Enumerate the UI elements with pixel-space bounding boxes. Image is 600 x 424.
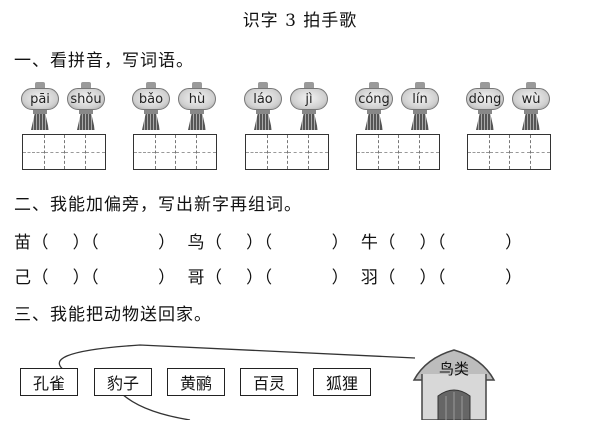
lantern-4-2: lín (400, 82, 440, 132)
lantern-4-1: cóng (354, 82, 394, 132)
radical-row-1: 苗（ ）（ ） 鸟（ ）（ ） 牛（ ）（ ） (14, 233, 523, 253)
animal-card-1[interactable]: 孔雀 (20, 368, 78, 396)
lantern-2-2: hù (177, 82, 217, 132)
lantern-3-2: jì (289, 82, 329, 132)
writing-grid-4[interactable] (356, 134, 440, 170)
lantern-3-1: láo (243, 82, 283, 132)
animal-card-3[interactable]: 黄鹂 (167, 368, 225, 396)
animal-card-5[interactable]: 狐狸 (313, 368, 371, 396)
writing-grid-5[interactable] (467, 134, 551, 170)
writing-grid-1[interactable] (22, 134, 106, 170)
writing-grid-3[interactable] (245, 134, 329, 170)
house-label: 鸟类 (438, 360, 469, 378)
radical-row-2: 己（ ）（ ） 哥（ ）（ ） 羽（ ）（ ） (14, 268, 523, 288)
bird-house[interactable]: 鸟类 (408, 344, 500, 421)
lantern-1-2: shǒu (66, 82, 106, 132)
house-icon (412, 349, 496, 421)
lantern-1-1: pāi (20, 82, 60, 132)
lantern-2-1: bǎo (131, 82, 171, 132)
lantern-5-2: wù (511, 82, 551, 132)
section-3-heading: 三、我能把动物送回家。 (14, 305, 212, 325)
writing-grid-2[interactable] (133, 134, 217, 170)
section-1-heading: 一、看拼音，写词语。 (14, 51, 194, 71)
animal-card-2[interactable]: 豹子 (94, 368, 152, 396)
page-title: 识字 3 拍手歌 (242, 11, 358, 31)
animal-card-4[interactable]: 百灵 (240, 368, 298, 396)
lantern-5-1: dòng (465, 82, 505, 132)
section-2-heading: 二、我能加偏旁，写出新字再组词。 (14, 195, 302, 215)
